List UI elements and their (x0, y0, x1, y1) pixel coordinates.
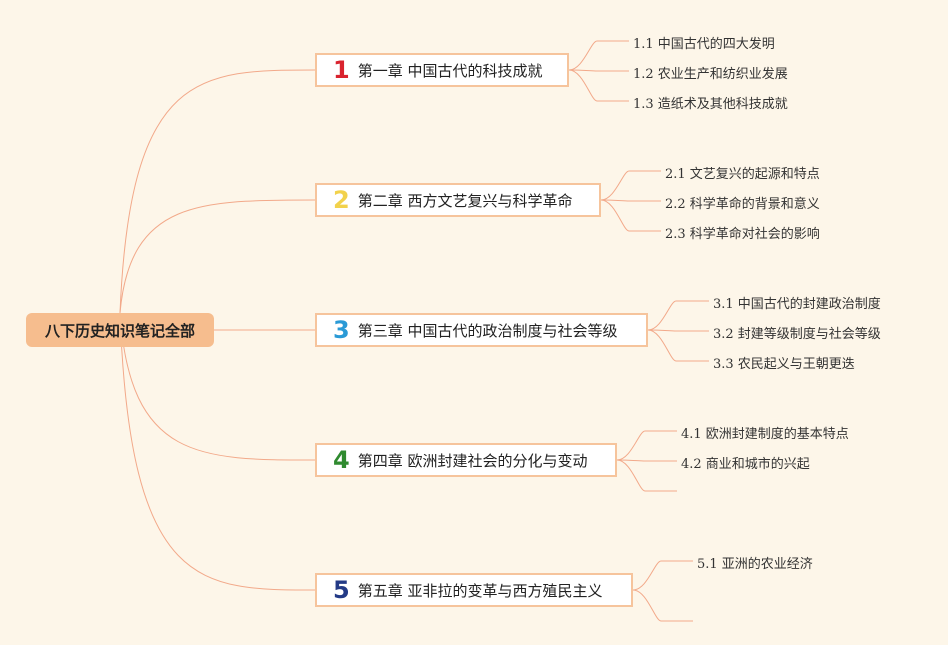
chapter-node-3: 3 第三章 中国古代的政治制度与社会等级 (315, 313, 648, 347)
topic-2-1: 2.1 文艺复兴的起源和特点 (665, 167, 820, 182)
connector-chapter-5-topic-2 (632, 589, 693, 622)
chapter-number-1: 1 (333, 56, 350, 84)
topic-3-2: 3.2 封建等级制度与社会等级 (713, 327, 881, 342)
topic-5-1: 5.1 亚洲的农业经济 (697, 557, 813, 572)
connector-chapter-2-topic-1 (600, 170, 661, 201)
topic-4-2: 4.2 商业和城市的兴起 (681, 457, 810, 472)
topic-4-1: 4.1 欧洲封建制度的基本特点 (681, 427, 849, 442)
connector-chapter-3-topic-3 (647, 329, 709, 362)
chapter-title-5: 第五章 亚非拉的变革与西方殖民主义 (357, 581, 603, 600)
topic-2-2: 2.2 科学革命的背景和意义 (665, 197, 820, 212)
chapter-title-4: 第四章 欧洲封建社会的分化与变动 (357, 451, 588, 470)
chapter-title-1: 第一章 中国古代的科技成就 (357, 61, 543, 80)
connector-chapter-1-topic-1 (568, 40, 629, 71)
chapter-node-4: 4 第四章 欧洲封建社会的分化与变动 (315, 443, 617, 477)
connector-chapter-4-topic-3 (616, 459, 677, 492)
connector-chapter-5-topic-1 (632, 560, 693, 591)
chapter-node-5: 5 第五章 亚非拉的变革与西方殖民主义 (315, 573, 633, 607)
chapter-node-1: 1 第一章 中国古代的科技成就 (315, 53, 569, 87)
connector-chapter-3-topic-2 (647, 329, 709, 332)
chapter-number-2: 2 (333, 186, 350, 214)
connector-chapter-3-topic-1 (647, 300, 709, 331)
topic-2-3: 2.3 科学革命对社会的影响 (665, 227, 820, 242)
topic-1-1: 1.1 中国古代的四大发明 (633, 37, 775, 52)
chapter-number-4: 4 (333, 446, 350, 474)
connector-root-chapter-2 (119, 199, 316, 314)
connector-root-chapter-5 (119, 312, 316, 591)
topic-3-3: 3.3 农民起义与王朝更迭 (713, 357, 855, 372)
connector-chapter-1-topic-2 (568, 69, 629, 72)
chapter-title-2: 第二章 西方文艺复兴与科学革命 (357, 191, 573, 210)
connector-chapter-2-topic-3 (600, 199, 661, 232)
connector-root-chapter-1 (119, 69, 316, 314)
topic-1-2: 1.2 农业生产和纺织业发展 (633, 67, 788, 82)
chapter-number-5: 5 (333, 576, 350, 604)
connector-root-chapter-4 (119, 312, 316, 461)
connector-chapter-4-topic-2 (616, 459, 677, 462)
chapter-number-3: 3 (333, 316, 350, 344)
root-node: 八下历史知识笔记全部 (26, 313, 214, 347)
chapter-node-2: 2 第二章 西方文艺复兴与科学革命 (315, 183, 601, 217)
connector-chapter-4-topic-1 (616, 430, 677, 461)
topic-1-3: 1.3 造纸术及其他科技成就 (633, 97, 788, 112)
connector-chapter-1-topic-3 (568, 69, 629, 102)
topic-3-1: 3.1 中国古代的封建政治制度 (713, 297, 881, 312)
root-label: 八下历史知识笔记全部 (44, 321, 195, 340)
connector-chapter-2-topic-2 (600, 199, 661, 202)
chapter-title-3: 第三章 中国古代的政治制度与社会等级 (357, 321, 618, 340)
